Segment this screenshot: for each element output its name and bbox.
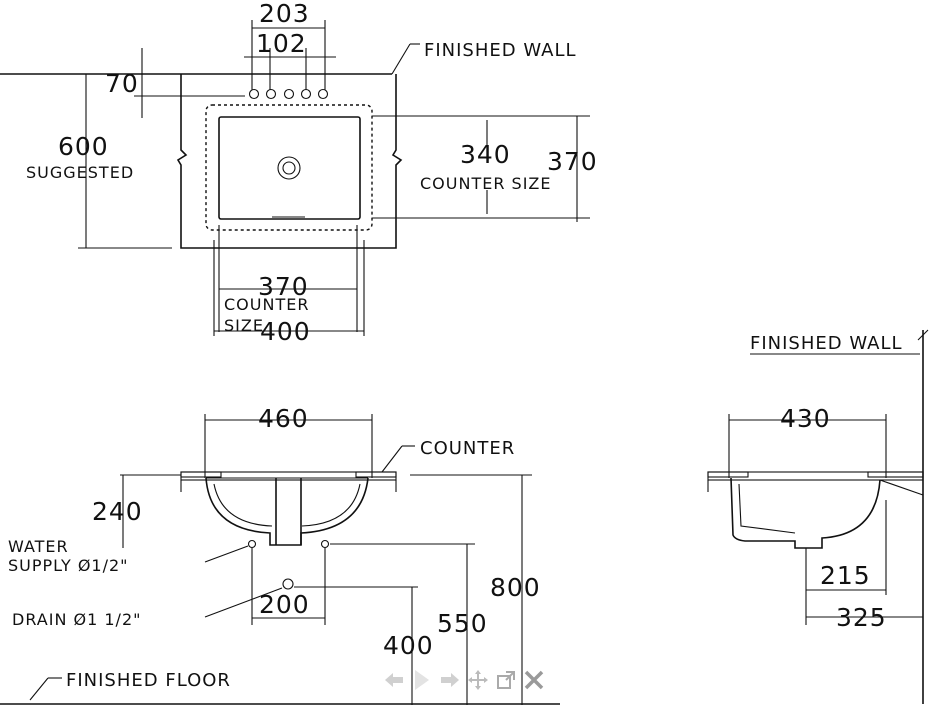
side-view: FINISHED WALL 430 215 325 [707, 329, 929, 704]
side-dim-325: 325 [836, 603, 887, 632]
front-dim-550: 550 [437, 609, 488, 638]
front-drain-label: DRAIN Ø1 1/2" [12, 610, 141, 629]
side-dim-215: 215 [820, 561, 871, 590]
front-water-label: WATER [8, 537, 69, 556]
plan-finished-wall-label: FINISHED WALL [424, 40, 577, 61]
plan-dim-102: 102 [256, 29, 307, 58]
front-supply-label: SUPPLY Ø1/2" [8, 556, 129, 575]
viewer-toolbar [382, 664, 546, 696]
front-finished-floor-label: FINISHED FLOOR [66, 670, 231, 691]
plan-counter-size-right: COUNTER SIZE [420, 174, 551, 193]
close-icon[interactable] [522, 666, 546, 694]
pan-move-icon[interactable] [466, 666, 490, 694]
front-dim-400: 400 [383, 631, 434, 660]
forward-play-icon[interactable] [410, 666, 434, 694]
front-dim-800: 800 [490, 573, 541, 602]
front-dim-240: 240 [92, 497, 143, 526]
plan-size-bottom: SIZE [224, 316, 264, 335]
front-counter-label: COUNTER [420, 438, 515, 459]
plan-dim-340: 340 [460, 140, 511, 169]
plan-view: FINISHED WALL 203 102 70 600 [0, 0, 598, 346]
front-view: 460 COUNTER 240 WATER SUPPLY Ø1/2" [0, 404, 560, 705]
side-dim-430: 430 [780, 404, 831, 433]
plan-counter-bottom: COUNTER [224, 295, 309, 314]
plan-dim-70: 70 [105, 69, 139, 98]
next-arrow-icon[interactable] [438, 666, 462, 694]
plan-dim-203: 203 [259, 0, 310, 28]
front-dim-200: 200 [259, 590, 310, 619]
plan-dim-370-bottom: 370 [258, 272, 309, 301]
back-arrow-icon[interactable] [382, 666, 406, 694]
plan-suggested-label: SUGGESTED [26, 163, 134, 182]
front-dim-460: 460 [258, 404, 309, 433]
plan-dim-370-right: 370 [547, 147, 598, 176]
plan-dim-400: 400 [260, 317, 311, 346]
popout-window-icon[interactable] [494, 666, 518, 694]
side-finished-wall-label: FINISHED WALL [750, 333, 903, 354]
plan-dim-600: 600 [58, 132, 109, 161]
